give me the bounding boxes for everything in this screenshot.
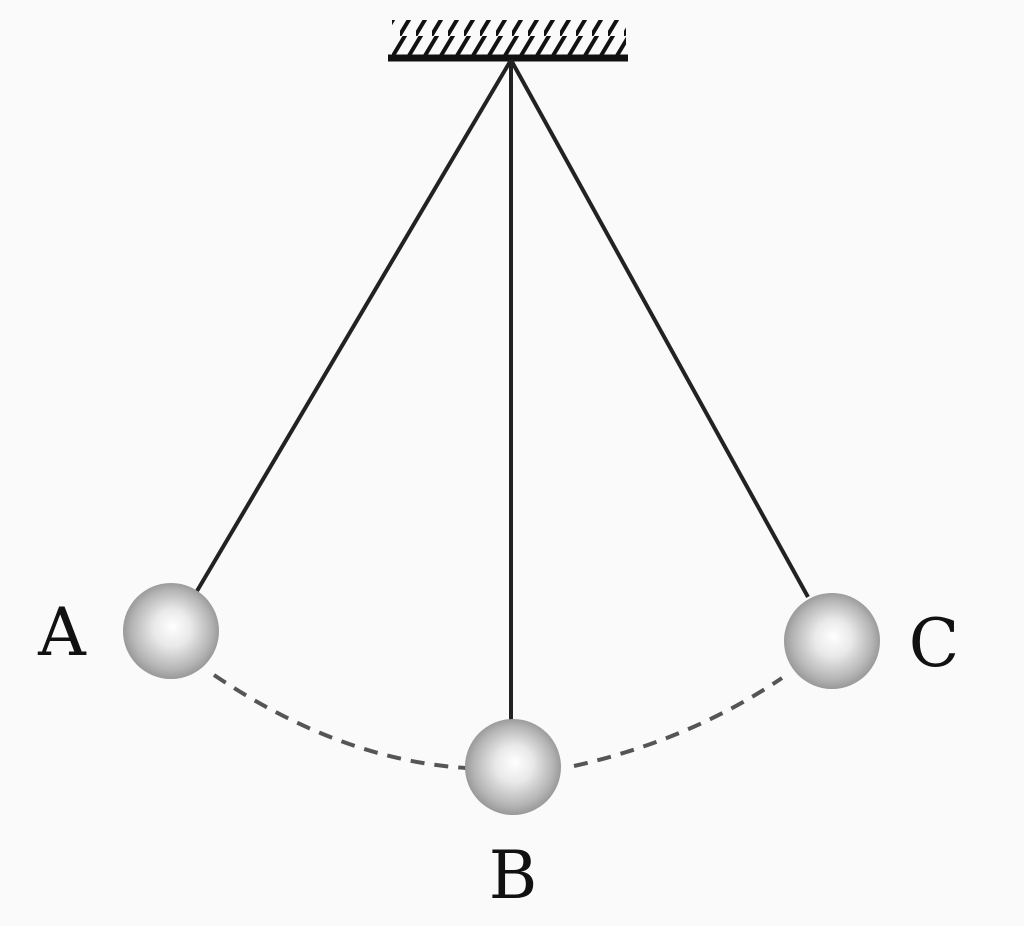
label-a: A [37,594,87,671]
swing-path-left [212,673,467,770]
ball-b [465,719,561,815]
ball-a [123,583,219,679]
string-a [195,58,513,593]
string-c [509,59,810,598]
label-c: C [909,605,960,682]
swing-path-right [573,676,784,768]
ceiling-support [388,20,628,62]
ball-c [784,593,880,689]
label-b: B [489,837,538,914]
ceiling-hatching [392,20,626,56]
